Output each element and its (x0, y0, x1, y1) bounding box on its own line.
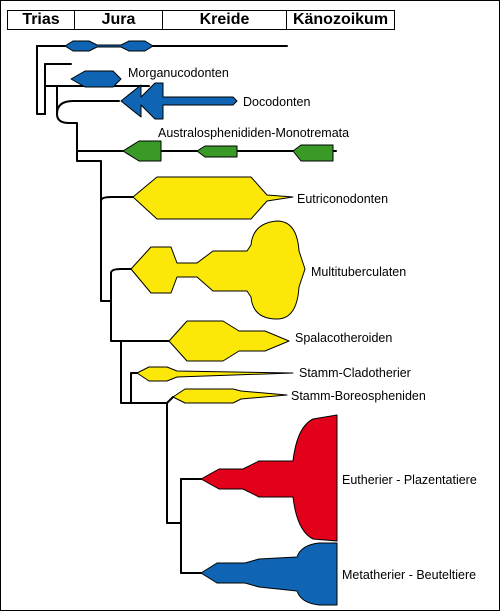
shape-docodonten (120, 82, 238, 120)
label-multituberculaten: Multituberculaten (311, 265, 406, 279)
label-spalacotheroiden: Spalacotheroiden (295, 331, 392, 345)
shape-spalacotheroiden (168, 320, 290, 362)
branch-node6 (76, 150, 102, 199)
time-period-header: Trias Jura Kreide Känozoikum (7, 10, 395, 30)
shape-australosphenididen-2 (196, 145, 238, 158)
label-metatherier: Metatherier - Beuteltiere (342, 568, 476, 582)
branch-node4 (56, 100, 120, 115)
shape-australosphenididen-3 (292, 144, 334, 162)
shape-australosphenididen-1 (122, 140, 162, 162)
branch-node10 (130, 402, 182, 524)
branch-node7 (100, 197, 112, 302)
branch-metatherier (180, 522, 202, 574)
label-morganucodonten: Morganucodonten (128, 66, 229, 80)
shape-eutherier (200, 414, 338, 542)
branch-node3 (44, 85, 58, 115)
lineage-shapes (64, 40, 338, 606)
shape-metatherier (200, 542, 338, 606)
branch-root-stem (36, 45, 46, 115)
taxon-labels: Morganucodonten Docodonten Australosphen… (128, 66, 477, 582)
branch-multituberculaten (110, 268, 132, 274)
label-docodonten: Docodonten (243, 95, 310, 109)
period-kaenozoikum: Känozoikum (292, 11, 389, 28)
branch-node9 (120, 372, 138, 404)
shape-eutriconodonten (132, 176, 294, 220)
branch-eutriconodonten (100, 196, 134, 202)
shape-basal-lineage (64, 40, 154, 52)
period-kreide: Kreide (163, 11, 287, 29)
period-trias: Trias (8, 11, 75, 29)
shape-multituberculaten (130, 220, 306, 320)
shape-stamm-cladotherier (136, 366, 294, 382)
branch-node11 (166, 396, 174, 404)
shape-morganucodonten (70, 70, 122, 88)
label-stamm-cladotherier: Stamm-Cladotherier (299, 366, 411, 380)
period-jura: Jura (75, 11, 163, 29)
label-stamm-boreospheniden: Stamm-Boreospheniden (291, 389, 426, 403)
shape-stamm-boreospheniden (172, 388, 288, 404)
label-australosphenididen: Australosphenididen-Monotremata (158, 126, 349, 140)
branch-node5 (56, 113, 124, 152)
label-eutherier: Eutherier - Plazentatiere (342, 473, 477, 487)
branch-node8 (110, 300, 122, 374)
label-eutriconodonten: Eutriconodonten (297, 192, 388, 206)
